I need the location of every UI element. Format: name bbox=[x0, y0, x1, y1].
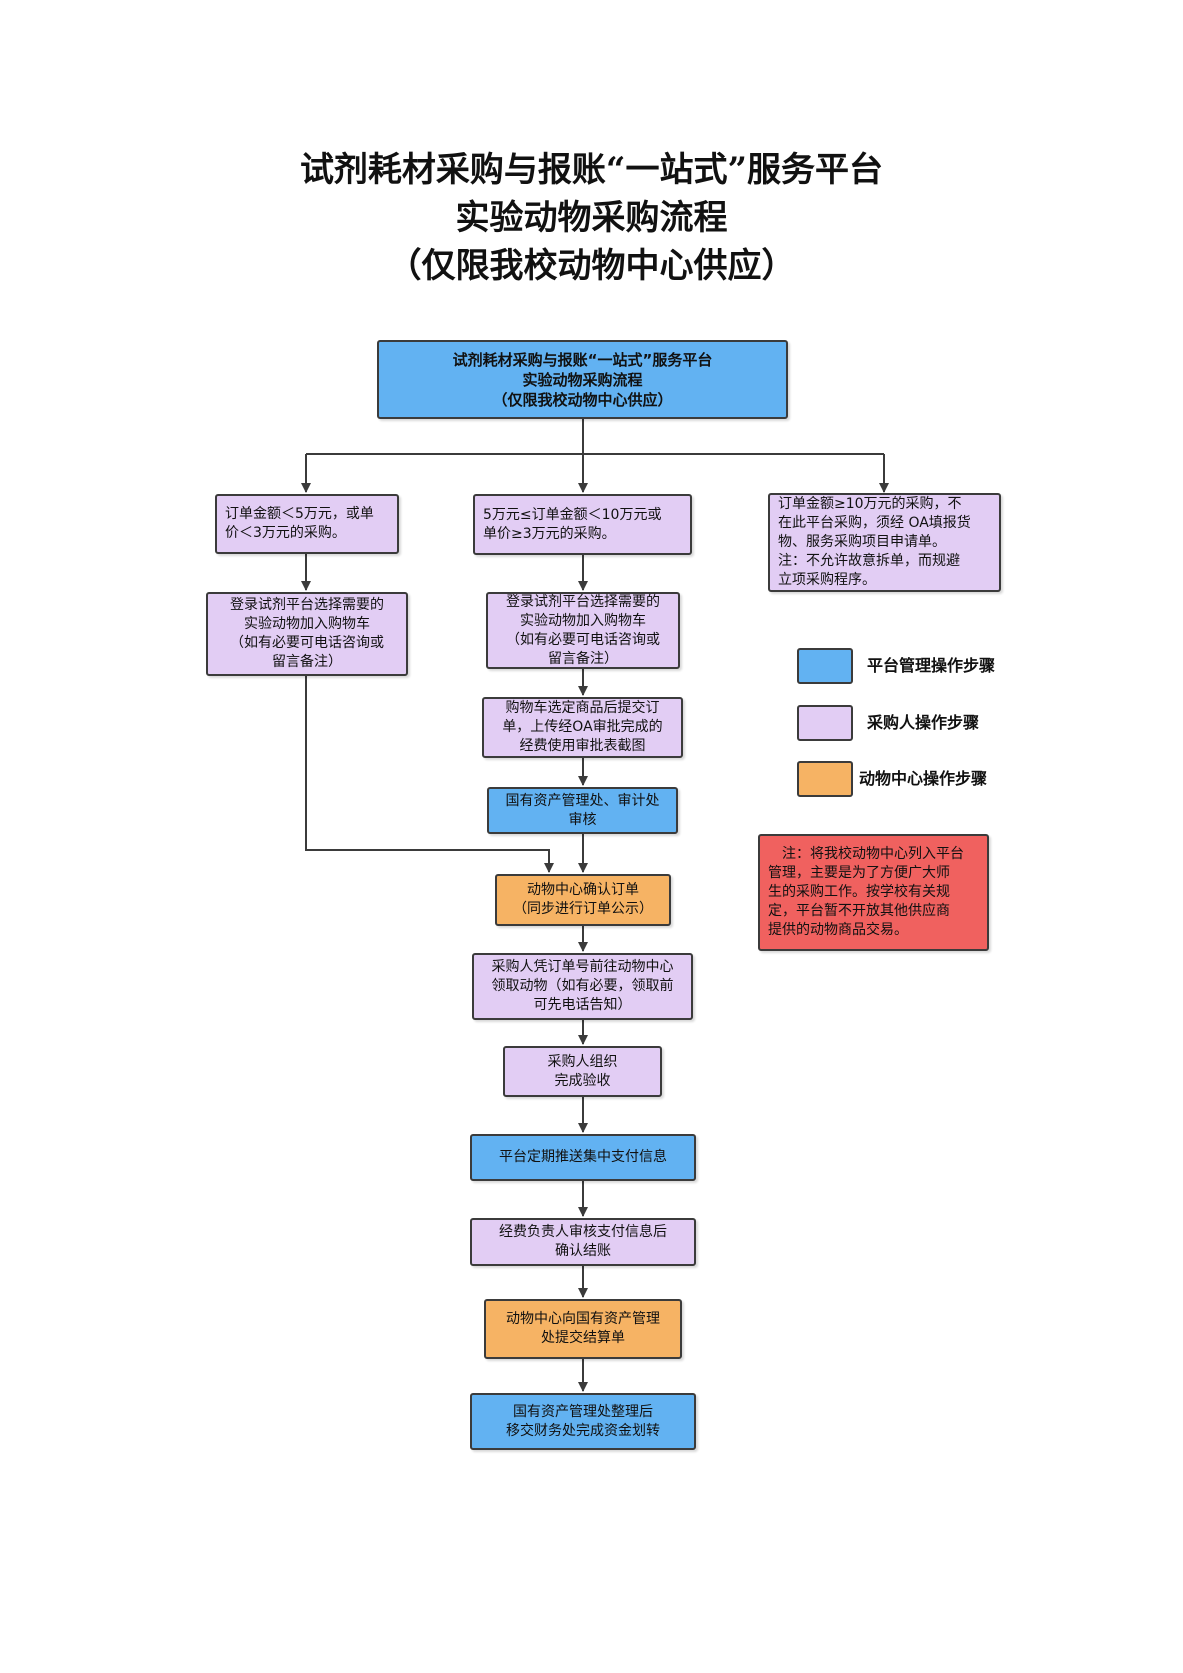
node-condition-large-order: 订单金额≥10万元的采购，不 在此平台采购，须经 OA填报货 物、服务采购项目申… bbox=[768, 493, 1001, 592]
node-center-confirm-order: 动物中心确认订单 （同步进行订单公示） bbox=[495, 874, 671, 926]
legend-label-platform: 平台管理操作步骤 bbox=[867, 656, 996, 675]
note-box: 注：将我校动物中心列入平台 管理，主要是为了方便广大师 生的采购工作。按学校有关… bbox=[758, 834, 989, 951]
page-title-line-3: （仅限我校动物中心供应） bbox=[387, 246, 796, 286]
node-condition-small-order: 订单金额＜5万元，或单 价＜3万元的采购。 bbox=[215, 494, 399, 554]
legend-swatch-platform bbox=[797, 648, 853, 684]
node-push-payment-info: 平台定期推送集中支付信息 bbox=[470, 1134, 696, 1181]
node-login-platform-left: 登录试剂平台选择需要的 实验动物加入购物车 （如有必要可电话咨询或 留言备注） bbox=[206, 592, 408, 676]
node-pickup-animals: 采购人凭订单号前往动物中心 领取动物（如有必要，领取前 可先电话告知） bbox=[472, 953, 693, 1020]
legend-label-purchaser: 采购人操作步骤 bbox=[867, 713, 980, 732]
legend-swatch-animal-center bbox=[797, 761, 853, 797]
legend-swatch-purchaser bbox=[797, 705, 853, 741]
node-condition-medium-order: 5万元≤订单金额＜10万元或 单价≥3万元的采购。 bbox=[473, 494, 692, 555]
node-confirm-settlement: 经费负责人审核支付信息后 确认结账 bbox=[470, 1218, 696, 1266]
page-title-line-1: 试剂耗材采购与报账“一站式”服务平台 bbox=[299, 150, 884, 190]
node-asset-audit-review: 国有资产管理处、审计处 审核 bbox=[487, 787, 678, 834]
node-flow-header: 试剂耗材采购与报账“一站式”服务平台 实验动物采购流程 （仅限我校动物中心供应） bbox=[377, 340, 788, 419]
page-title-line-2: 实验动物采购流程 bbox=[455, 198, 728, 238]
node-submit-statement: 动物中心向国有资产管理 处提交结算单 bbox=[484, 1299, 682, 1359]
legend-label-animal-center: 动物中心操作步骤 bbox=[859, 769, 988, 788]
connector-login-left-to-confirm bbox=[305, 676, 554, 873]
node-submit-order: 购物车选定商品后提交订 单，上传经OA审批完成的 经费使用审批表截图 bbox=[482, 697, 683, 758]
node-login-platform-middle: 登录试剂平台选择需要的 实验动物加入购物车 （如有必要可电话咨询或 留言备注） bbox=[486, 592, 680, 669]
node-transfer-funds: 国有资产管理处整理后 移交财务处完成资金划转 bbox=[470, 1393, 696, 1450]
node-acceptance: 采购人组织 完成验收 bbox=[503, 1046, 662, 1097]
